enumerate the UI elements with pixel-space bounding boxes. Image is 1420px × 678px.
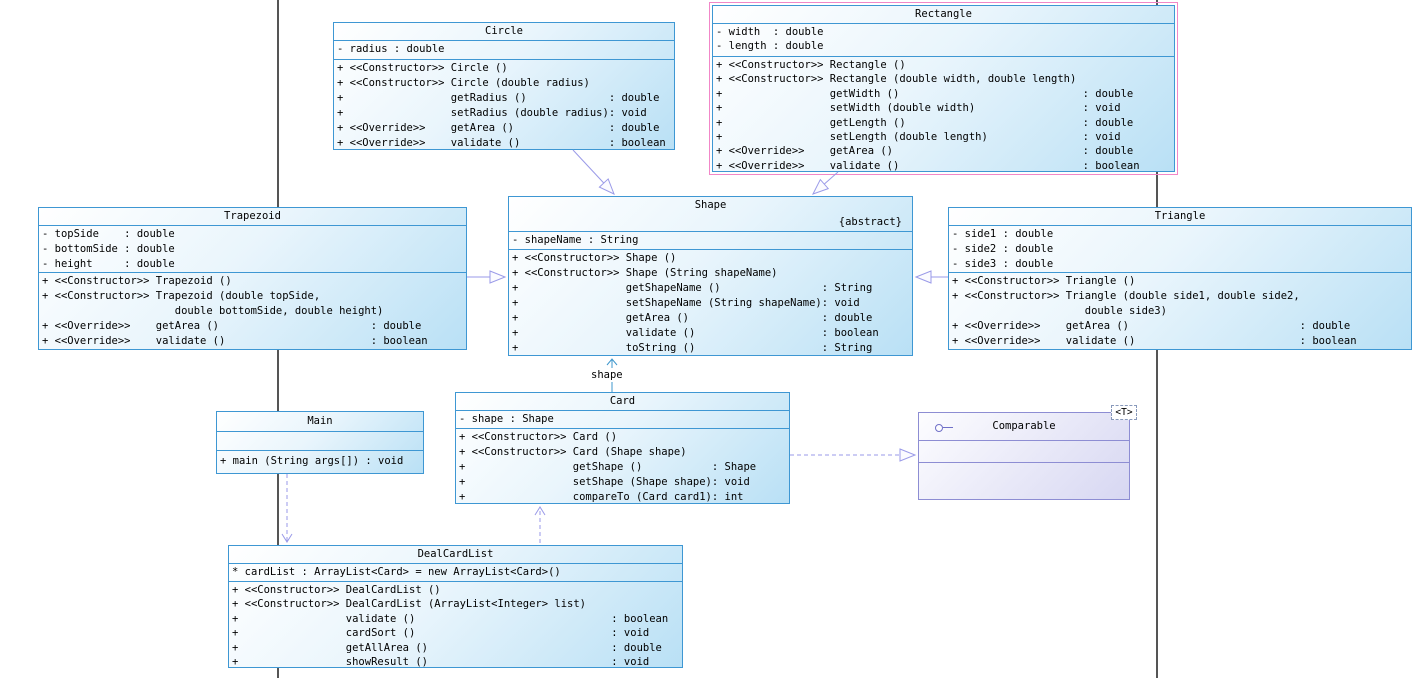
member-line: + <<Constructor>> Trapezoid () [42,275,232,287]
member-line: - width : double [716,26,824,38]
member-line: - shapeName : String [512,234,639,246]
association-label-shape: shape [588,368,626,382]
class-stereotype-abstract: {abstract} [838,216,902,228]
member-line: + getAllArea () : double [232,641,662,654]
member-line: - side2 : double [952,243,1054,255]
class-box-rectangle[interactable]: Rectangle - width : double - length : dou… [709,2,1178,175]
class-title-circle: Circle [334,23,674,41]
member-line: + compareTo (Card card1): int [459,491,744,503]
class-title-triangle: Triangle [949,208,1411,226]
member-line: + <<Constructor>> Card () [459,431,618,443]
class-title-main: Main [217,412,423,432]
member-line: + validate () : boolean [232,612,669,625]
class-methods-dealcardlist: + <<Constructor>> DealCardList () + <<Con… [229,582,682,667]
generalization-circle-to-shape[interactable] [572,149,615,195]
class-attributes-shape: - shapeName : String [509,232,912,250]
member-line: - height : double [42,258,175,270]
interface-box-comparable[interactable]: <T> Comparable [918,405,1137,500]
member-line: + setLength (double length) : void [716,130,1121,143]
member-line: + <<Constructor>> Shape (String shapeNam… [512,267,778,279]
class-methods-card: + <<Constructor>> Card () + <<Constructor… [456,429,789,503]
class-attributes-main [217,432,423,451]
class-attributes-rectangle: - width : double - length : double [713,24,1174,57]
class-title-trapezoid: Trapezoid [39,208,466,226]
member-line: + showResult () : void [232,655,650,667]
member-line: - bottomSide : double [42,243,175,255]
member-line: + <<Override>> getArea () : double [716,145,1134,158]
member-line: - side3 : double [952,258,1054,270]
class-attributes-circle: - radius : double [334,41,674,60]
class-methods-main: + main (String args[]) : void [217,451,423,473]
member-line: + <<Constructor>> Card (Shape shape) [459,446,687,458]
member-line: + getArea () : double [512,312,873,324]
member-line: + <<Constructor>> Triangle (double side1… [952,290,1300,302]
member-line: double side3) [952,305,1167,317]
member-line: + <<Constructor>> DealCardList () [232,584,441,596]
class-methods-trapezoid: + <<Constructor>> Trapezoid () + <<Constr… [39,273,466,349]
member-line: + <<Constructor>> Circle (double radius) [337,77,590,89]
class-box-main[interactable]: Main + main (String args[]) : void [216,411,424,474]
member-line: + getShape () : Shape [459,461,757,473]
class-attributes-dealcardlist: * cardList : ArrayList<Card> = new Array… [229,564,682,582]
member-line: + <<Constructor>> Circle () [337,62,508,74]
member-line: + getShapeName () : String [512,282,873,294]
member-line: + setShape (Shape shape): void [459,476,750,488]
member-line: + <<Override>> validate () : boolean [42,335,428,347]
class-title-dealcardlist: DealCardList [229,546,682,564]
member-line: + <<Override>> validate () : boolean [337,137,666,149]
class-methods-shape: + <<Constructor>> Shape () + <<Constructo… [509,250,912,355]
member-line: + getWidth () : double [716,87,1134,100]
class-box-trapezoid[interactable]: Trapezoid - topSide : double - bottomSide… [38,207,467,350]
class-box-circle[interactable]: Circle - radius : double + <<Constructor… [333,22,675,150]
class-attributes-triangle: - side1 : double - side2 : double - side3 … [949,226,1411,273]
interface-attributes-comparable [919,441,1129,463]
member-line: * cardList : ArrayList<Card> = new Array… [232,566,561,578]
member-line: + <<Constructor>> Rectangle (double widt… [716,73,1077,86]
member-line: + cardSort () : void [232,627,650,640]
member-line: + <<Override>> getArea () : double [952,320,1351,332]
class-methods-rectangle: + <<Constructor>> Rectangle () + <<Constr… [713,57,1174,171]
member-line: - topSide : double [42,228,175,240]
member-line: - side1 : double [952,228,1054,240]
interface-title-comparable: Comparable [992,420,1056,432]
class-methods-triangle: + <<Constructor>> Triangle () + <<Constru… [949,273,1411,349]
member-line: + getLength () : double [716,116,1134,129]
member-line: + <<Constructor>> Rectangle () [716,59,906,71]
class-attributes-trapezoid: - topSide : double - bottomSide : double -… [39,226,466,273]
member-line: + setWidth (double width) : void [716,102,1121,115]
generic-parameter-badge: <T> [1111,405,1137,420]
class-title-shape: Shape [694,199,727,211]
member-line: + <<Constructor>> Trapezoid (double topS… [42,290,321,302]
interface-lollipop-icon [935,424,957,432]
class-attributes-card: - shape : Shape [456,411,789,429]
class-box-triangle[interactable]: Triangle - side1 : double - side2 : doubl… [948,207,1412,350]
class-title-rectangle: Rectangle [713,6,1174,24]
class-box-card[interactable]: Card - shape : Shape + <<Constructor>> C… [455,392,790,504]
member-line: + validate () : boolean [512,327,879,339]
member-line: + <<Constructor>> Triangle () [952,275,1136,287]
member-line: + <<Override>> validate () : boolean [716,159,1140,171]
member-line: + setShapeName (String shapeName): void [512,297,860,309]
member-line: + <<Override>> validate () : boolean [952,335,1357,347]
member-line: + toString () : String [512,342,873,354]
member-line: + <<Constructor>> DealCardList (ArrayLis… [232,598,587,611]
member-line: - shape : Shape [459,413,554,425]
member-line: double bottomSide, double height) [42,305,384,317]
class-methods-circle: + <<Constructor>> Circle () + <<Construct… [334,60,674,149]
member-line: + <<Override>> getArea () : double [42,320,422,332]
generalization-rectangle-to-shape[interactable] [811,171,839,195]
member-line: + main (String args[]) : void [220,455,404,467]
member-line: - radius : double [337,43,445,55]
interface-methods-comparable [919,463,1129,499]
member-line: + <<Override>> getArea () : double [337,122,660,134]
member-line: + setRadius (double radius): void [337,107,647,119]
member-line: + getRadius () : double [337,92,660,104]
class-title-card: Card [456,393,789,411]
member-line: + <<Constructor>> Shape () [512,252,677,264]
member-line: - length : double [716,40,824,53]
class-box-dealcardlist[interactable]: DealCardList * cardList : ArrayList<Card… [228,545,683,668]
class-box-shape[interactable]: Shape {abstract} - shapeName : String + … [508,196,913,356]
